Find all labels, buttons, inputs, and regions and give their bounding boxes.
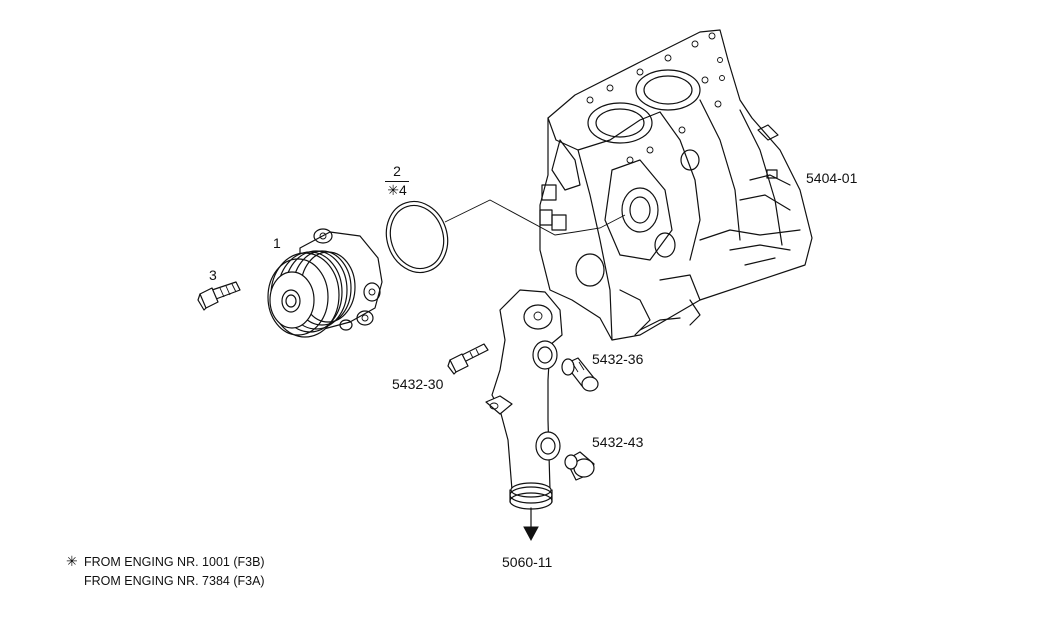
pump-bolt [197,281,241,311]
gasket-leader-line [444,199,576,236]
lower-fitting [564,451,595,481]
callout-gasket-top: 2 [393,163,401,179]
callout-outlet-ref: 5060-11 [502,554,553,570]
footnote-2-text: FROM ENGING NR. 7384 (F3A) [84,574,265,588]
callout-gasket-bottom: ✳4 [381,182,413,199]
callout-fitting-lower: 5432-43 [592,434,644,450]
engine-block-drawing [539,29,813,341]
outlet-arrow [523,507,539,542]
footnote-star-marker: ✳ [66,553,78,569]
footnote-1-text: FROM ENGING NR. 1001 (F3B) [84,555,265,569]
footnote-1: ✳ FROM ENGING NR. 1001 (F3B) [66,553,265,570]
gasket-leader-line-end [574,214,626,233]
water-pump [267,228,383,338]
fraction-bar [385,181,409,182]
head-bolt-holes [586,32,725,164]
footnote-2: FROM ENGING NR. 7384 (F3A) [84,574,265,588]
callout-pipe-bolt: 5432-30 [392,376,444,392]
callout-bolt: 3 [209,267,217,283]
upper-fitting [561,357,599,392]
callout-block: 5404-01 [806,170,858,186]
water-pipe [485,289,563,510]
callout-pump: 1 [273,235,281,251]
callout-gasket-bottom-number: 4 [398,182,407,198]
callout-fitting-upper: 5432-36 [592,351,644,367]
pipe-bolt [447,343,489,375]
star-marker: ✳ [387,182,399,198]
gasket-o-ring [385,200,449,274]
